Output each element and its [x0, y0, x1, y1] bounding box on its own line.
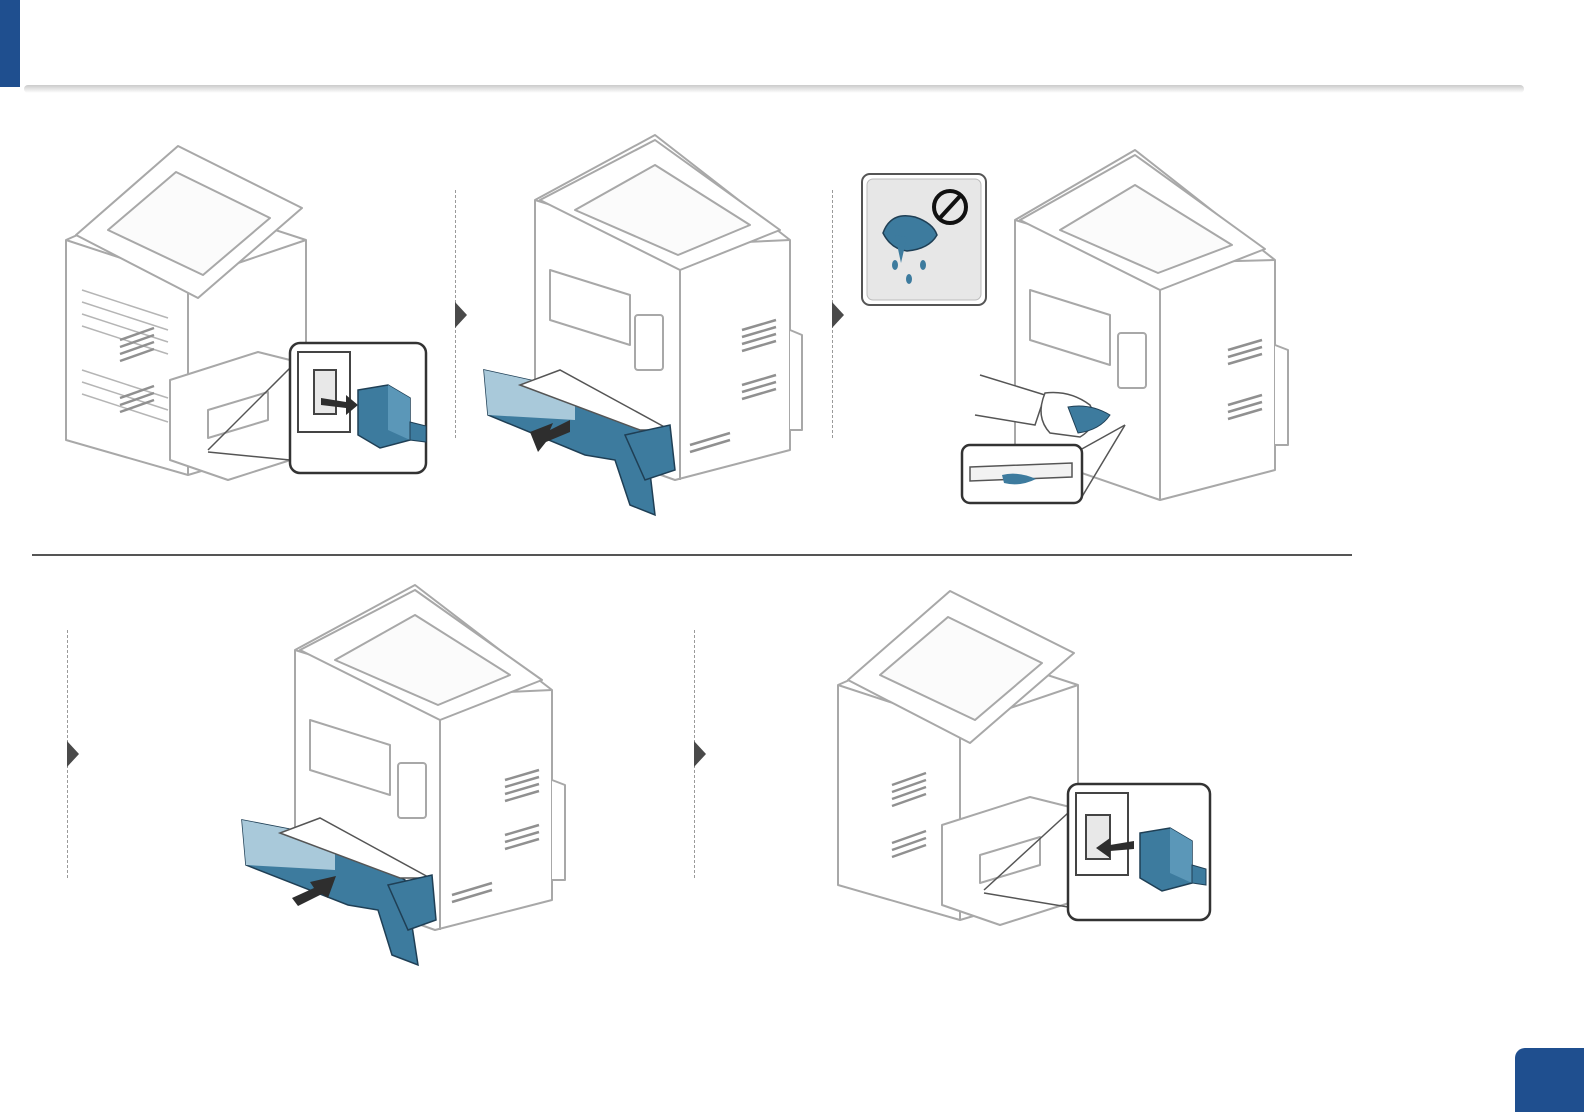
step-4-insert-tray-illustration [240, 580, 570, 970]
header-accent-bar [0, 0, 20, 87]
step-2-pull-tray-illustration [480, 130, 820, 520]
step-5-plug-in-illustration [834, 585, 1214, 930]
next-step-arrow-icon [67, 741, 79, 767]
header-rule [24, 85, 1524, 93]
section-divider [32, 554, 1352, 556]
page-number-badge [1515, 1048, 1584, 1112]
next-step-arrow-icon [455, 302, 467, 328]
step-3-wipe-illustration [960, 145, 1290, 510]
next-step-arrow-icon [694, 741, 706, 767]
next-step-arrow-icon [832, 302, 844, 328]
step-1-unplug-illustration [58, 140, 438, 485]
